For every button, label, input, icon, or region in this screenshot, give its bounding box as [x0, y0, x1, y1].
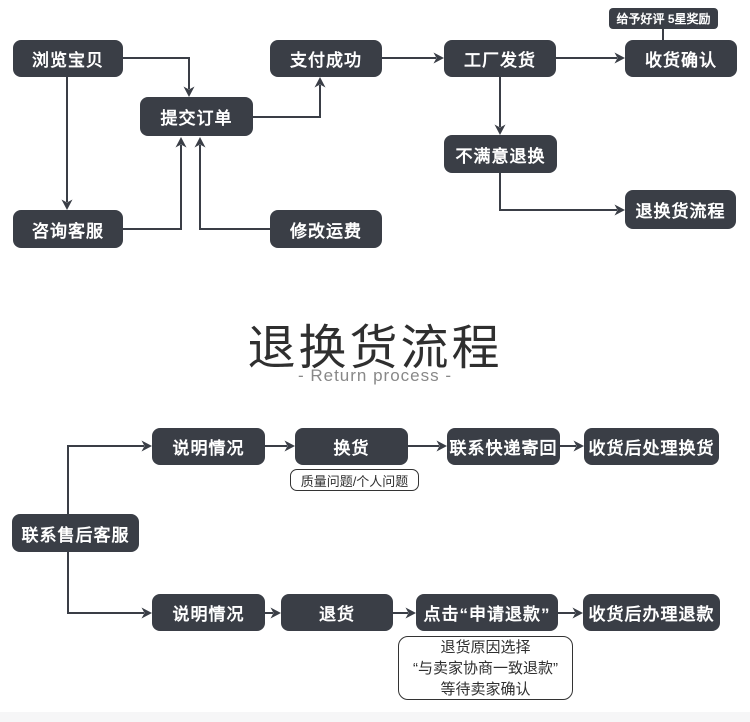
arrowhead-ship-receive — [614, 52, 625, 64]
section-title: 退换货流程 — [247, 322, 503, 375]
arrowhead-exchange-courier — [436, 440, 447, 452]
flow-node-payment-success: 支付成功 — [270, 40, 382, 77]
flow-node-return-process: 退换货流程 — [625, 190, 736, 229]
flow-node-explain-exchange: 说明情况 — [152, 428, 265, 465]
note-refund-reason-line2: “与卖家协商一致退款” — [413, 659, 558, 677]
arrowhead-return-applyrefund — [405, 607, 416, 619]
connector-browse-submit — [123, 57, 190, 89]
note-refund-reason: 退货原因选择 “与卖家协商一致退款” 等待卖家确认 — [398, 636, 573, 700]
arrowhead-ship-unsatisfied — [494, 124, 506, 135]
flow-node-submit-order: 提交订单 — [140, 97, 253, 136]
connector-submit-pay — [253, 85, 321, 118]
arrowhead-browse-submit — [183, 86, 195, 97]
note-refund-reason-line3: 等待卖家确认 — [440, 680, 531, 698]
flow-node-factory-ship: 工厂发货 — [444, 40, 556, 77]
flow-node-handle-refund: 收货后办理退款 — [583, 594, 720, 631]
flow-node-browse: 浏览宝贝 — [13, 40, 123, 77]
flow-node-return-goods: 退货 — [281, 594, 393, 631]
arrowhead-consult-submit — [175, 137, 187, 148]
arrowhead-browse-consult — [61, 199, 73, 210]
connector-fee-submit — [199, 145, 270, 230]
flow-node-explain-refund: 说明情况 — [152, 594, 265, 631]
arrowhead-contact-explain1 — [141, 440, 152, 452]
flow-node-apply-refund: 点击“申请退款” — [416, 594, 558, 631]
flow-node-consult-service: 咨询客服 — [13, 210, 123, 248]
section-divider — [0, 712, 750, 722]
arrowhead-courier-handleexchange — [573, 440, 584, 452]
flow-node-modify-shipping: 修改运费 — [270, 210, 382, 248]
arrowhead-fee-submit — [194, 137, 206, 148]
note-exchange-reason: 质量问题/个人问题 — [290, 469, 419, 491]
flow-label-review-reward: 给予好评 5星奖励 — [609, 8, 718, 29]
flow-node-confirm-receipt: 收货确认 — [625, 40, 737, 77]
arrowhead-explain1-exchange — [284, 440, 295, 452]
arrowhead-submit-pay — [314, 77, 326, 88]
flow-node-courier-return: 联系快递寄回 — [447, 428, 560, 465]
flow-node-unsatisfied-return: 不满意退换 — [444, 135, 557, 173]
arrowhead-explain2-return — [270, 607, 281, 619]
note-refund-reason-line1: 退货原因选择 — [440, 638, 531, 656]
arrowhead-unsatisfied-returnflow — [614, 204, 625, 216]
connector-contact-explain1 — [67, 445, 144, 514]
flow-node-contact-aftersales: 联系售后客服 — [12, 514, 139, 552]
arrowhead-applyrefund-handlerefund — [572, 607, 583, 619]
section-subtitle: - Return process - — [297, 366, 453, 385]
arrowhead-pay-ship — [433, 52, 444, 64]
arrowhead-contact-explain2 — [141, 607, 152, 619]
connector-contact-explain2 — [67, 552, 144, 614]
flow-node-handle-exchange: 收货后处理换货 — [584, 428, 719, 465]
connector-consult-submit — [123, 145, 182, 230]
connector-unsatisfied-returnflow — [499, 173, 617, 211]
flow-node-exchange: 换货 — [295, 428, 408, 465]
